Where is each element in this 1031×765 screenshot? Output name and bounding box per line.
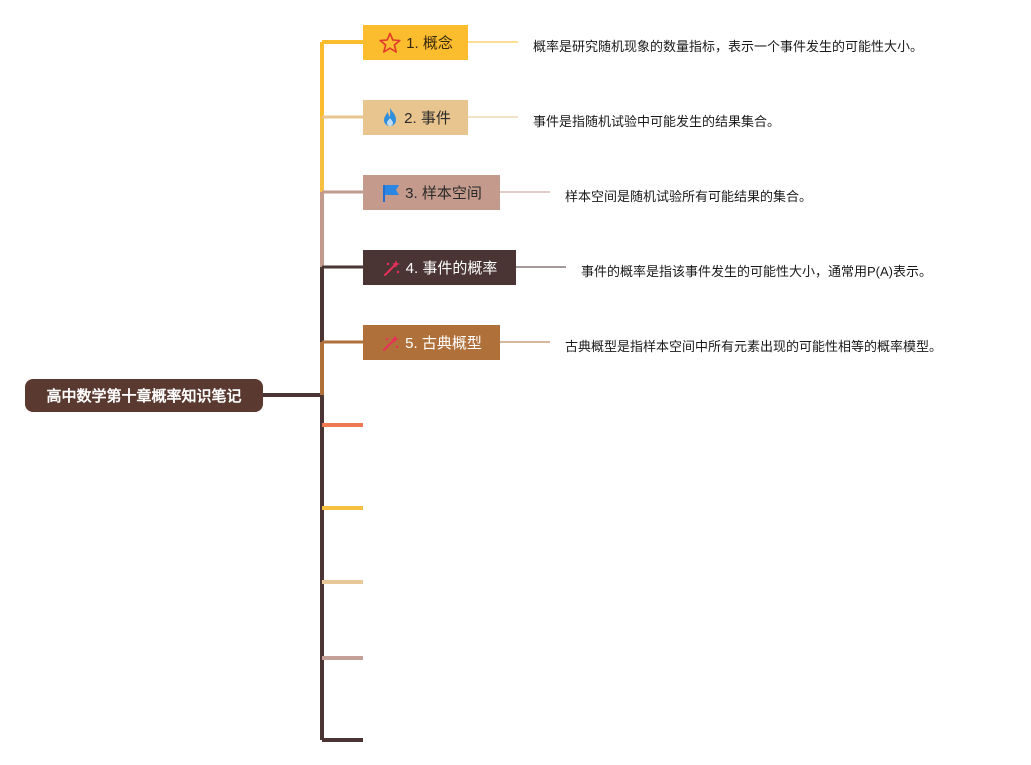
branch-note: 概率是研究随机现象的数量指标，表示一个事件发生的可能性大小。	[533, 39, 924, 54]
branch-label: 5. 古典概型	[405, 335, 482, 352]
branch-sample-space[interactable]: 3. 样本空间	[363, 175, 500, 210]
root-node[interactable]: 高中数学第十章概率知识笔记	[25, 379, 263, 412]
branch-event-probability[interactable]: 4. 事件的概率	[363, 250, 516, 285]
flag-icon	[381, 183, 401, 203]
root-title: 高中数学第十章概率知识笔记	[46, 388, 242, 405]
flame-icon	[380, 107, 400, 129]
sparkle-icon	[382, 258, 402, 278]
branch-concept[interactable]: 1. 概念	[363, 25, 468, 60]
sparkle-icon	[381, 333, 401, 353]
branch-label: 4. 事件的概率	[405, 260, 498, 277]
branch-label: 2. 事件	[404, 110, 451, 127]
branch-classical-model[interactable]: 5. 古典概型	[363, 325, 500, 360]
branch-note: 古典概型是指样本空间中所有元素出现的可能性相等的概率模型。	[565, 339, 943, 354]
branch-event[interactable]: 2. 事件	[363, 100, 468, 135]
star-icon	[378, 31, 402, 55]
branch-note: 事件是指随机试验中可能发生的结果集合。	[533, 114, 781, 129]
branch-label: 3. 样本空间	[405, 185, 482, 202]
branch-note: 事件的概率是指该事件发生的可能性大小，通常用P(A)表示。	[581, 264, 933, 279]
branch-label: 1. 概念	[406, 35, 453, 52]
branch-note: 样本空间是随机试验所有可能结果的集合。	[565, 189, 813, 204]
